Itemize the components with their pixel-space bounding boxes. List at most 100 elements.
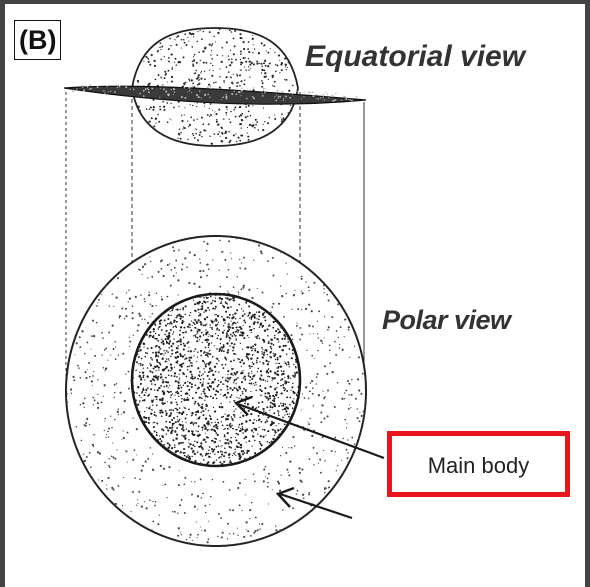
stipple-dot (165, 73, 167, 75)
stipple-dot (289, 397, 291, 399)
stipple-dot (272, 339, 274, 341)
stipple-dot (303, 497, 305, 499)
stipple-dot (230, 460, 231, 461)
stipple-dot (271, 306, 273, 308)
stipple-dot (301, 276, 303, 278)
stipple-dot (230, 321, 231, 322)
stipple-dot (200, 323, 202, 325)
stipple-dot (271, 348, 273, 350)
stipple-dot (185, 434, 187, 436)
stipple-dot (208, 268, 210, 270)
stipple-dot (198, 329, 200, 331)
stipple-dot (190, 312, 191, 313)
stipple-dot (240, 61, 242, 63)
stipple-dot (155, 123, 156, 124)
panel-label: (B) (14, 20, 61, 60)
stipple-dot (272, 303, 274, 305)
stipple-dot (282, 384, 284, 386)
stipple-dot (207, 396, 209, 398)
stipple-dot (263, 88, 265, 90)
stipple-dot (217, 536, 218, 537)
stipple-dot (311, 380, 313, 382)
stipple-dot (221, 453, 223, 455)
stipple-dot (115, 296, 117, 298)
stipple-dot (214, 378, 216, 380)
stipple-dot (225, 97, 227, 99)
stipple-dot (111, 455, 113, 457)
stipple-dot (208, 410, 209, 411)
stipple-dot (240, 53, 242, 55)
stipple-dot (191, 320, 192, 321)
stipple-dot (240, 288, 242, 290)
stipple-dot (81, 85, 83, 87)
stipple-dot (184, 87, 185, 88)
stipple-dot (182, 320, 184, 322)
stipple-dot (260, 444, 262, 446)
stipple-dot (312, 387, 314, 389)
stipple-dot (142, 389, 144, 391)
stipple-dot (202, 342, 203, 343)
stipple-dot (234, 449, 236, 451)
stipple-dot (316, 94, 317, 95)
stipple-dot (289, 97, 291, 99)
stipple-dot (255, 382, 257, 384)
stipple-dot (264, 396, 266, 398)
stipple-dot (261, 86, 263, 88)
stipple-dot (215, 324, 217, 326)
stipple-dot (151, 529, 153, 531)
stipple-dot (296, 323, 297, 324)
stipple-dot (288, 348, 290, 350)
stipple-dot (142, 274, 143, 275)
stipple-dot (242, 426, 243, 427)
stipple-dot (161, 440, 163, 442)
stipple-dot (210, 457, 211, 458)
stipple-dot (87, 369, 88, 370)
stipple-dot (222, 425, 224, 427)
stipple-dot (104, 430, 105, 431)
stipple-dot (168, 375, 170, 377)
stipple-dot (172, 409, 174, 411)
stipple-dot (320, 472, 322, 474)
stipple-dot (151, 276, 153, 278)
stipple-dot (357, 417, 359, 419)
stipple-dot (228, 269, 230, 271)
stipple-dot (199, 301, 200, 302)
stipple-dot (73, 86, 74, 87)
stipple-dot (221, 61, 223, 63)
stipple-dot (225, 301, 227, 303)
stipple-dot (156, 293, 158, 295)
stipple-dot (196, 334, 197, 335)
stipple-dot (264, 387, 266, 389)
stipple-dot (224, 428, 226, 430)
stipple-dot (265, 435, 266, 436)
stipple-dot (262, 408, 264, 410)
stipple-dot (251, 317, 253, 319)
stipple-dot (218, 445, 220, 447)
stipple-dot (264, 92, 265, 93)
stipple-dot (207, 86, 209, 88)
stipple-dot (203, 493, 204, 494)
stipple-dot (240, 444, 242, 446)
stipple-dot (142, 372, 144, 374)
stipple-dot (194, 334, 196, 336)
stipple-dot (243, 41, 245, 43)
stipple-dot (108, 436, 109, 437)
stipple-dot (187, 399, 189, 401)
polar-view-label: Polar view (382, 305, 511, 336)
stipple-dot (348, 408, 350, 410)
stipple-dot (188, 446, 190, 448)
stipple-dot (183, 337, 185, 339)
stipple-dot (286, 390, 288, 392)
stipple-dot (106, 488, 108, 490)
stipple-dot (218, 322, 219, 323)
stipple-dot (97, 379, 98, 380)
stipple-dot (177, 381, 179, 383)
stipple-dot (134, 477, 136, 479)
stipple-dot (237, 535, 238, 536)
stipple-dot (196, 62, 198, 64)
stipple-dot (316, 383, 318, 385)
stipple-dot (296, 371, 298, 373)
stipple-dot (327, 329, 329, 331)
stipple-dot (167, 351, 169, 353)
stipple-dot (229, 64, 231, 66)
